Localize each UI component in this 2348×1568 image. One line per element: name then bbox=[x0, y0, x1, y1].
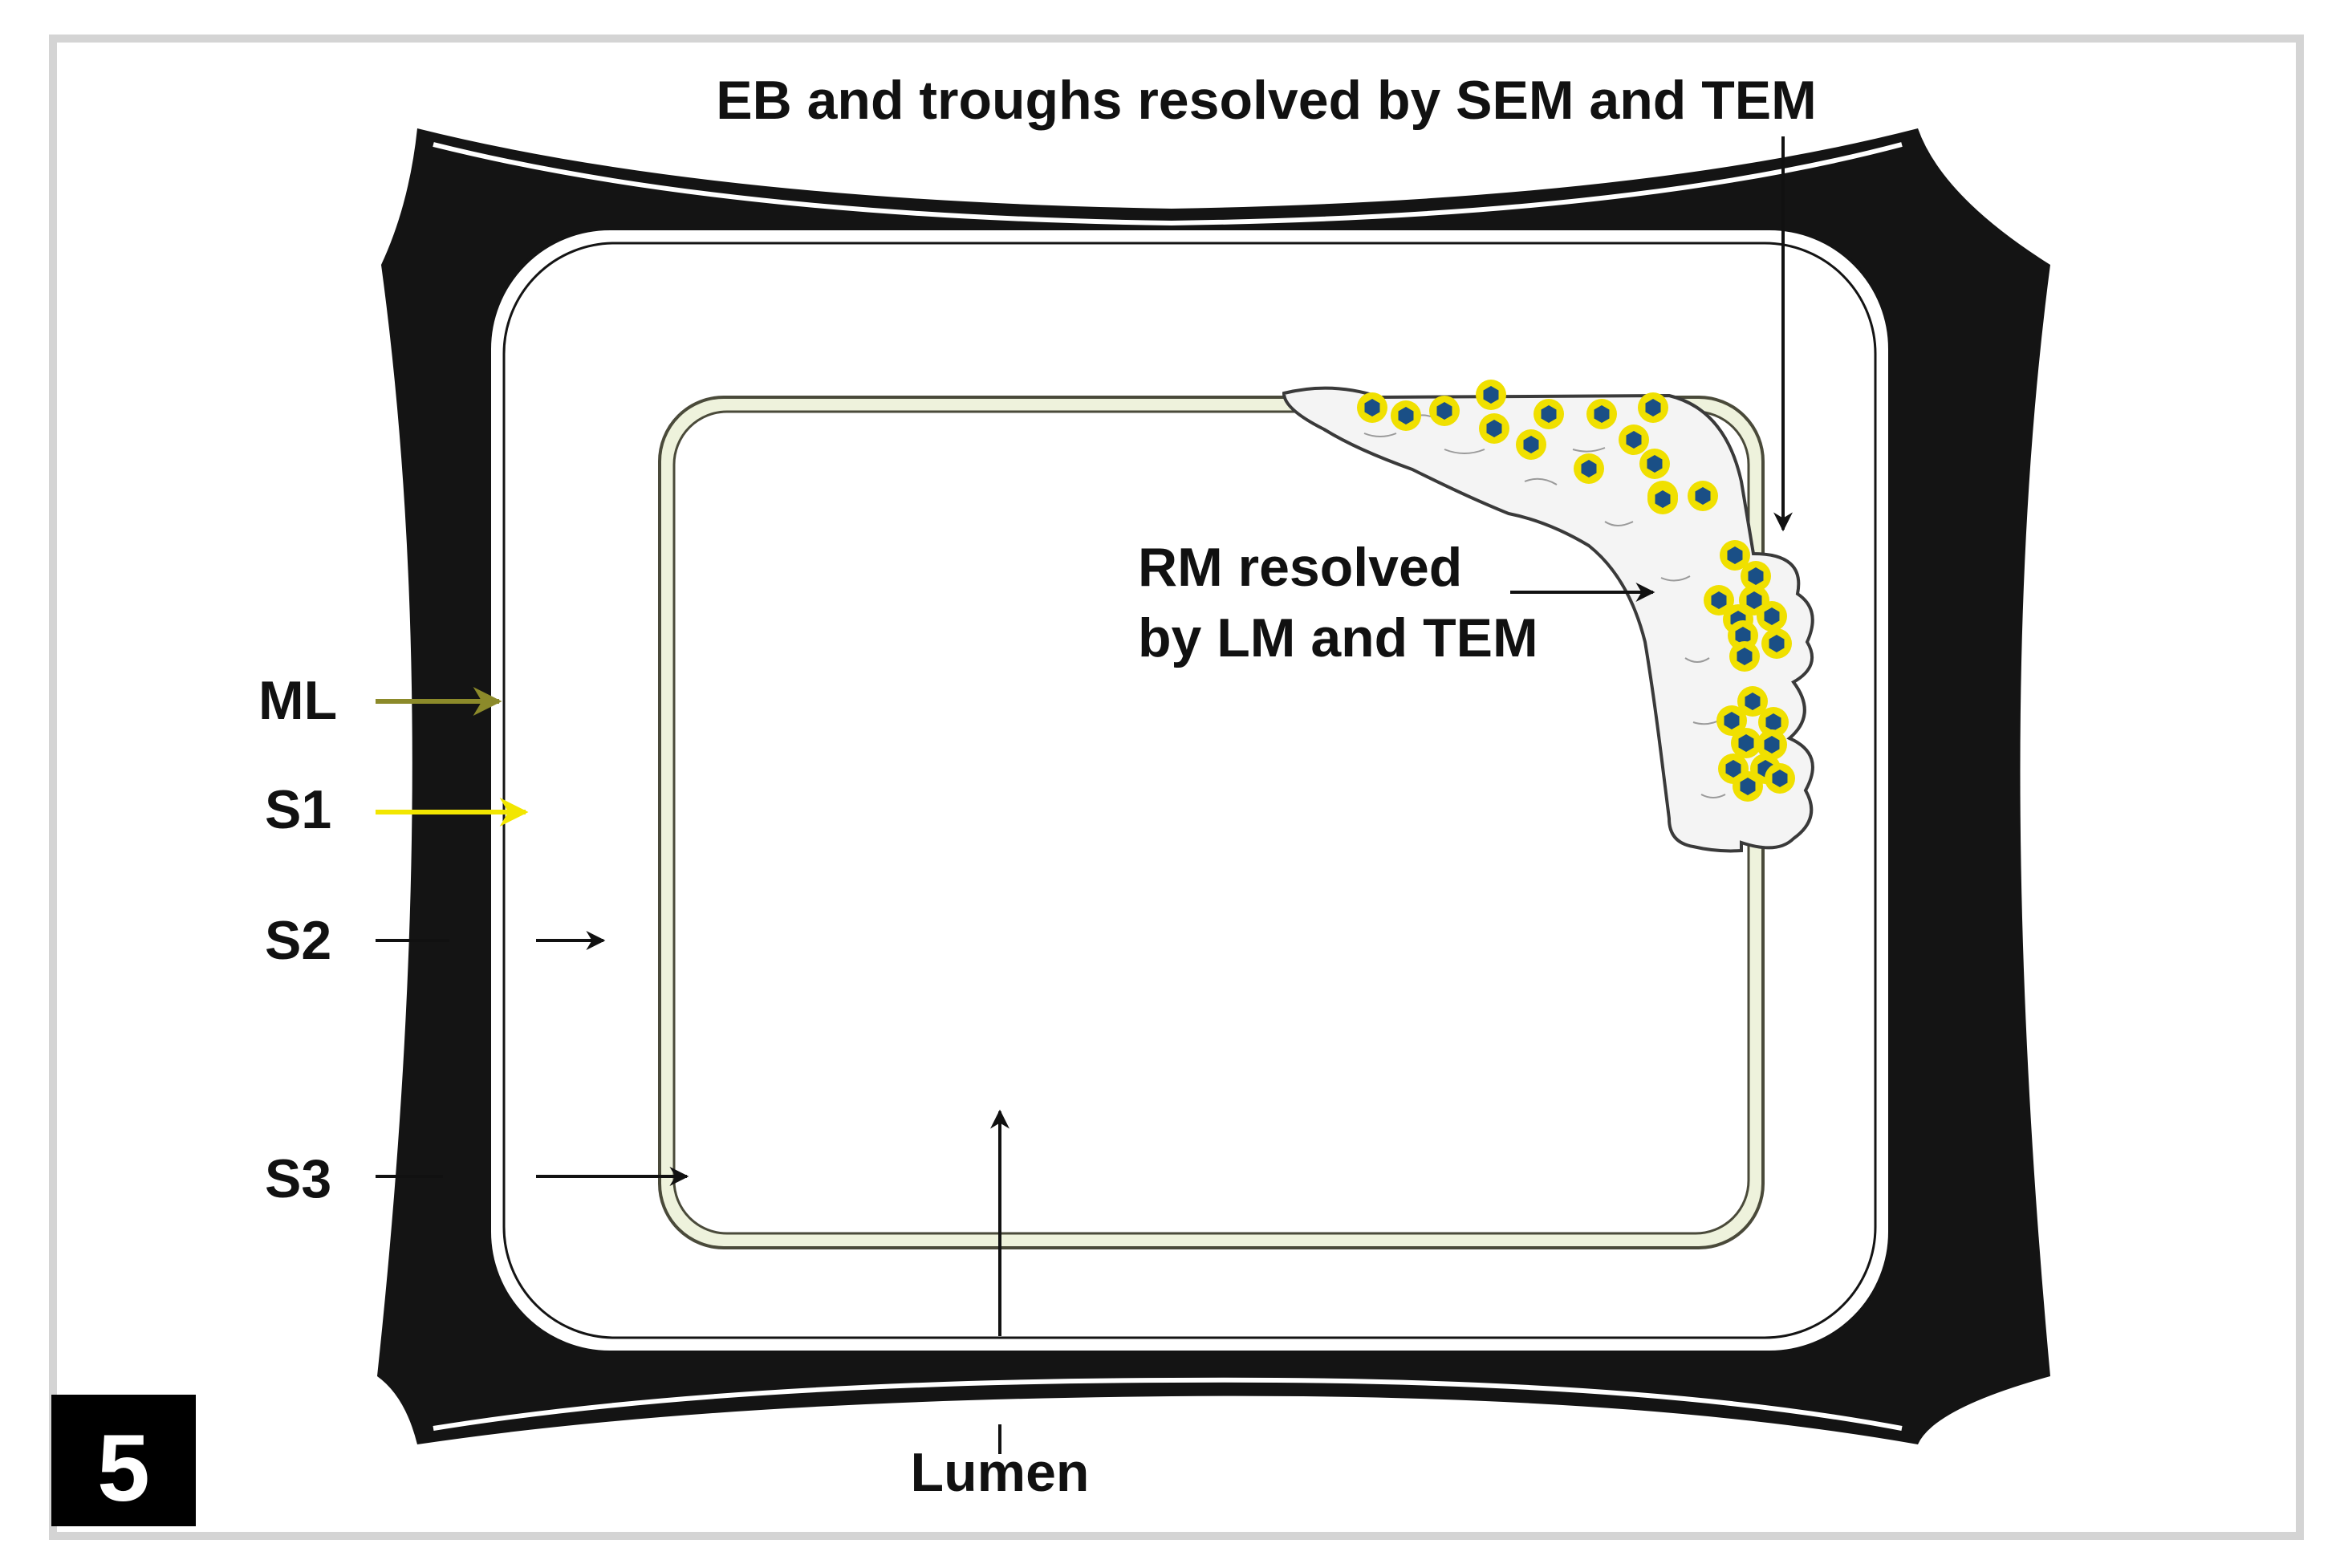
wart-dot bbox=[1516, 429, 1546, 460]
wart-dot bbox=[1765, 763, 1795, 794]
wart-dot bbox=[1757, 729, 1787, 760]
secondary-wall-s1-line bbox=[502, 242, 1877, 1339]
label-rm-line2: by LM and TEM bbox=[1138, 607, 1538, 668]
wart-dot bbox=[1704, 585, 1734, 615]
label-s1: S1 bbox=[265, 779, 331, 840]
warty-layer-eb bbox=[1357, 380, 1795, 802]
wart-dot bbox=[1688, 481, 1718, 511]
wart-dot bbox=[1391, 400, 1421, 431]
wart-dot bbox=[1716, 705, 1747, 736]
adjacent-wall-line-bottom bbox=[433, 1377, 1903, 1431]
label-s2: S2 bbox=[265, 910, 331, 971]
wart-dot bbox=[1534, 399, 1564, 429]
label-lumen: Lumen bbox=[911, 1442, 1090, 1503]
wart-dot bbox=[1729, 641, 1760, 672]
wart-dot bbox=[1357, 392, 1387, 423]
wart-dot bbox=[1479, 413, 1509, 444]
wart-dot bbox=[1586, 399, 1617, 429]
label-eb-troughs: EB and troughs resolved by SEM and TEM bbox=[716, 70, 1817, 131]
wart-dot bbox=[1737, 686, 1768, 717]
residual-material-rm bbox=[1282, 386, 1814, 853]
wart-dot bbox=[1429, 396, 1460, 426]
wart-dot bbox=[1476, 380, 1506, 410]
panel-number-badge bbox=[51, 1395, 196, 1526]
wart-dot bbox=[1733, 771, 1763, 802]
wart-dot bbox=[1574, 453, 1604, 484]
wart-dot bbox=[1647, 484, 1678, 514]
adjacent-wall-line-top bbox=[433, 142, 1903, 226]
wart-dot bbox=[1638, 392, 1668, 423]
wart-dot bbox=[1639, 449, 1670, 479]
wart-dot bbox=[1731, 728, 1761, 758]
panel-number: 5 bbox=[97, 1416, 150, 1521]
label-ml: ML bbox=[258, 670, 337, 731]
wart-dot bbox=[1761, 628, 1792, 659]
label-rm-line1: RM resolved bbox=[1138, 537, 1462, 598]
wart-dot bbox=[1741, 561, 1771, 591]
wart-dot bbox=[1720, 540, 1750, 571]
wart-dot bbox=[1757, 601, 1787, 632]
wart-dot bbox=[1758, 707, 1789, 737]
label-s3: S3 bbox=[265, 1148, 331, 1209]
wart-dot bbox=[1619, 424, 1649, 455]
